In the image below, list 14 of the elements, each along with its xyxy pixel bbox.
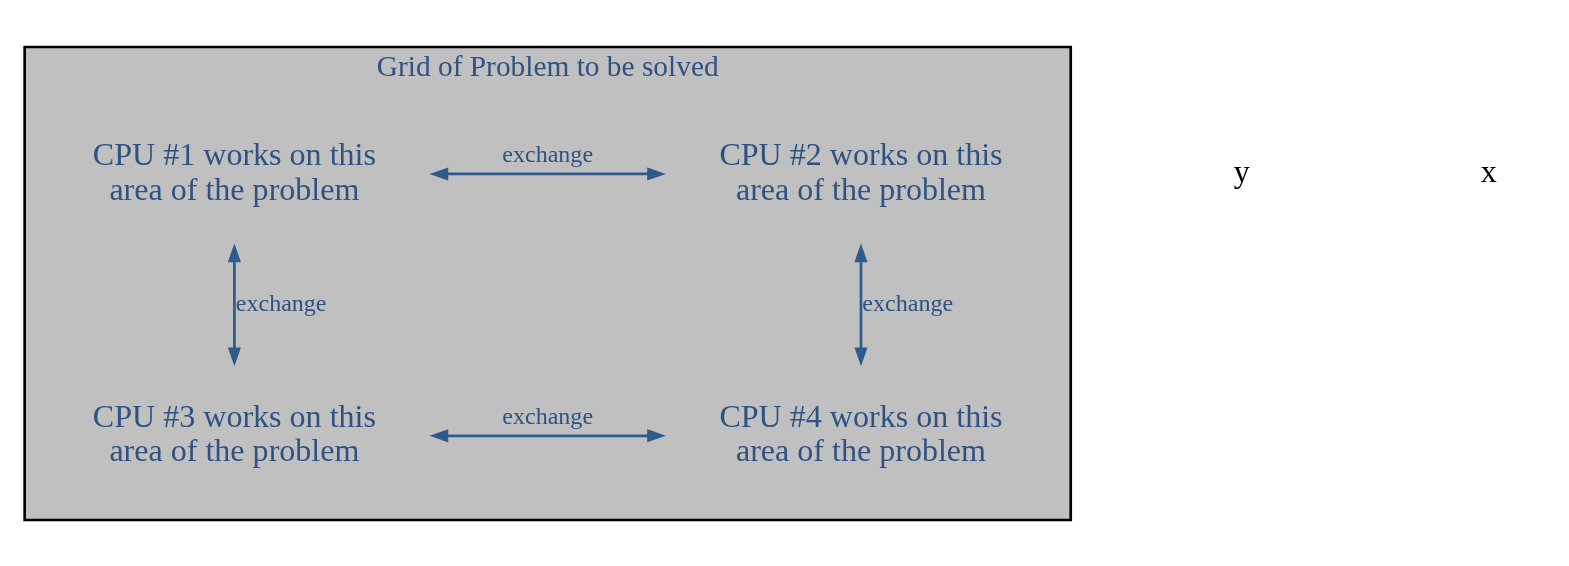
edge-label: exchange	[235, 289, 327, 316]
arrow	[429, 166, 666, 180]
node-text: CPU #4 works on this area of the problem	[719, 397, 1003, 468]
arrow	[429, 428, 666, 442]
edge-label: exchange	[862, 289, 954, 316]
edge-label: exchange	[502, 140, 594, 167]
label: y	[1233, 152, 1250, 189]
label: x	[1480, 152, 1497, 189]
node-text: CPU #3 works on this area of the problem	[92, 397, 376, 468]
arrow	[854, 242, 868, 366]
arrow	[227, 242, 241, 366]
node-text: CPU #2 works on this area of the problem	[719, 135, 1003, 207]
edge-label: exchange	[502, 402, 594, 429]
node-text: CPU #1 works on this area of the problem	[92, 135, 376, 207]
